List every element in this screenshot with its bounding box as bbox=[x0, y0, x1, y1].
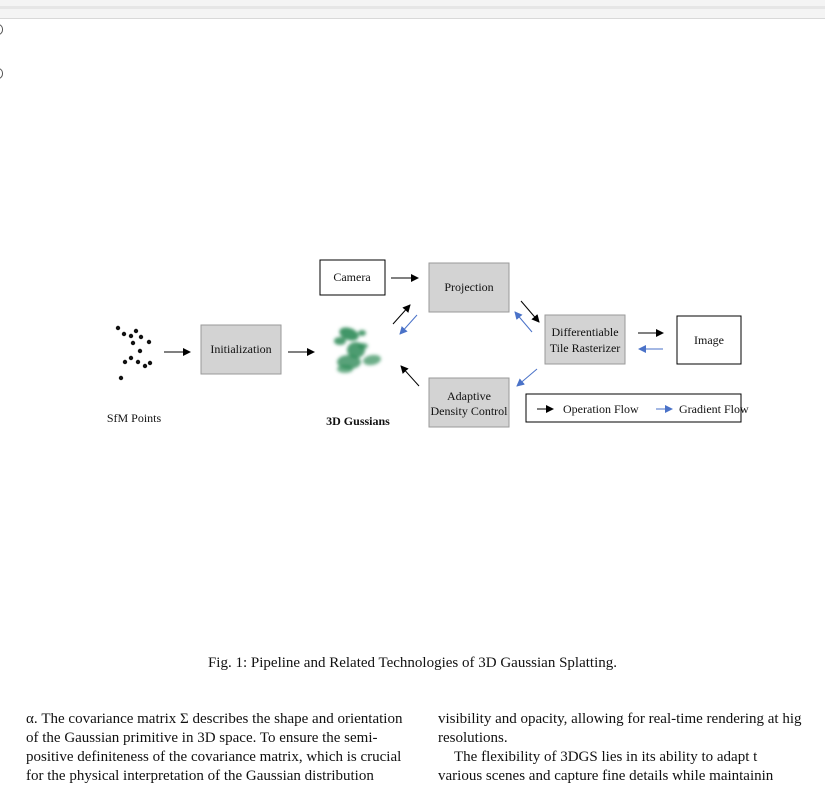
gradient-arrow-rasterizer-to-adaptive bbox=[516, 368, 538, 387]
viewer-top-bar bbox=[0, 0, 825, 19]
camera-label: Camera bbox=[333, 270, 371, 284]
adaptive-density-box bbox=[428, 377, 510, 428]
gaussians-label: 3D Gussians bbox=[326, 414, 390, 428]
projection-box bbox=[428, 262, 510, 313]
image-box bbox=[676, 315, 742, 365]
body-line: α. The covariance matrix Σ describes the… bbox=[26, 711, 403, 727]
adaptive-label-line2: Density Control bbox=[431, 404, 509, 418]
sfm-points-icon bbox=[115, 325, 153, 381]
rasterizer-label-line2: Tile Rasterizer bbox=[550, 341, 621, 355]
body-column-right: visibility and opacity, allowing for rea… bbox=[438, 710, 825, 786]
body-line: positive definiteness of the covariance … bbox=[26, 749, 402, 765]
legend-box bbox=[525, 393, 742, 423]
body-line: The flexibility of 3DGS lies in its abil… bbox=[454, 749, 758, 765]
gradient-arrow-rasterizer-to-projection bbox=[514, 311, 533, 333]
rasterizer-label-line1: Differentiable bbox=[551, 325, 618, 339]
body-line: visibility and opacity, allowing for rea… bbox=[438, 711, 802, 727]
legend-operation-label: Operation Flow bbox=[563, 402, 639, 416]
arrow-projection-to-rasterizer bbox=[520, 300, 540, 323]
camera-box bbox=[319, 259, 386, 296]
figure-caption: Fig. 1: Pipeline and Related Technologie… bbox=[207, 655, 618, 671]
sfm-points-label: SfM Points bbox=[107, 411, 162, 425]
image-label: Image bbox=[694, 333, 724, 347]
gradient-arrow-projection-to-gaussians bbox=[399, 314, 418, 335]
body-line: of the Gaussian primitive in 3D space. T… bbox=[26, 730, 378, 746]
body-column-left: α. The covariance matrix Σ describes the… bbox=[26, 710, 422, 786]
body-line: resolutions. bbox=[438, 730, 508, 746]
pipeline-figure: SfM Points Initialization 3D Gussians Ca… bbox=[107, 259, 749, 428]
legend-gradient-label: Gradient Flow bbox=[679, 402, 749, 416]
arrow-gaussians-to-projection bbox=[392, 304, 411, 325]
arrow-adaptive-to-gaussians bbox=[400, 365, 420, 387]
initialization-label: Initialization bbox=[210, 342, 271, 356]
initialization-box bbox=[200, 324, 282, 375]
projection-label: Projection bbox=[444, 280, 493, 294]
rasterizer-box bbox=[544, 314, 626, 365]
gaussians-icon bbox=[334, 327, 381, 373]
adaptive-label-line1: Adaptive bbox=[447, 389, 491, 403]
